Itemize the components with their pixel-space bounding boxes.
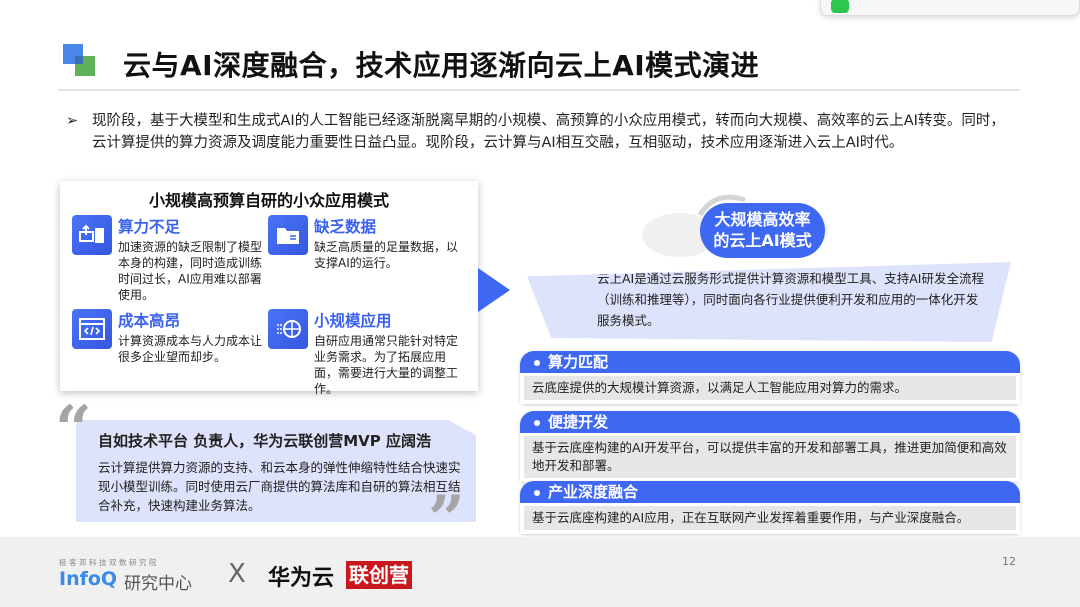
divider — [58, 89, 1020, 91]
quote-text: 云计算提供算力资源的支持、和云本身的弹性伸缩特性结合快速实现小模型训练。同时使用… — [98, 460, 461, 513]
footer: 极客邦科技双数研究院 InfoQ 研究中心 X 华为云 联创营 — [0, 537, 1080, 607]
panel-title: 小规模高预算自研的小众应用模式 — [148, 191, 389, 210]
card-easy-dev: 便捷开发 基于云底座构建的AI开发平台，可以提供丰富的开发和部署工具，推进更加简… — [520, 411, 1020, 482]
card-text: 基于云底座构建的AI应用，正在互联网产业发挥着重要作用，与产业深度融合。 — [524, 506, 1016, 530]
bullet-dot-icon — [534, 359, 540, 366]
quote-speaker: 自如技术平台 负责人，华为云联创营MVP 应阔浩 — [98, 432, 431, 450]
close-quote-icon: ” — [428, 482, 465, 557]
arrow-bullet-icon: ➢ — [66, 113, 79, 129]
item-heading: 缺乏数据 — [314, 218, 377, 236]
bullet-dot-icon — [534, 489, 540, 496]
folder-data-icon — [268, 215, 308, 255]
compute-upload-icon — [72, 215, 112, 255]
card-title: 算力匹配 — [548, 353, 609, 371]
item-heading: 小规模应用 — [314, 312, 392, 330]
intro-paragraph: ➢ 现阶段，基于大模型和生成式AI的人工智能已经逐渐脱离早期的小规模、高预算的小… — [66, 110, 1016, 154]
infoq-logo: InfoQ — [59, 568, 118, 590]
page-title: 云与AI深度融合，技术应用逐渐向云上AI模式演进 — [123, 49, 760, 82]
huawei-cloud-logo: 华为云 — [268, 566, 335, 591]
app-icon — [831, 0, 849, 13]
item-desc: 加速资源的缺乏限制了模型本身的构建，同时造成训练时间过长，AI应用难以部署使用。 — [118, 240, 263, 302]
intro-text: 现阶段，基于大模型和生成式AI的人工智能已经逐渐脱离早期的小规模、高预算的小众应… — [92, 113, 1005, 151]
card-title: 便捷开发 — [548, 413, 609, 431]
infoq-center-logo: 研究中心 — [124, 574, 192, 594]
cloud-ai-title-2: 的云上AI模式 — [713, 231, 812, 250]
cloud-ai-description-bubble: 云上AI是通过云服务形式提供计算资源和模型工具、支持AI研发全流程（训练和推理等… — [527, 262, 1011, 342]
page-number: 12 — [1002, 555, 1016, 568]
notification-toast[interactable] — [820, 0, 1080, 16]
card-compute-match: 算力匹配 云底座提供的大规模计算资源，以满足人工智能应用对算力的需求。 — [520, 351, 1020, 404]
infoq-subtitle: 极客邦科技双数研究院 — [59, 558, 159, 567]
small-scale-panel: 小规模高预算自研的小众应用模式 算力不足 加速资源的缺乏限制了模型本身的构建，同… — [60, 181, 478, 396]
open-quote-icon: “ — [55, 392, 92, 467]
cloud-ai-desc: 云上AI是通过云服务形式提供计算资源和模型工具、支持AI研发全流程（训练和推理等… — [597, 271, 984, 328]
item-heading: 成本高昂 — [118, 312, 181, 330]
arrow-right-icon — [478, 268, 510, 312]
item-desc: 缺乏高质量的足量数据，以支撑AI的运行。 — [314, 240, 459, 270]
item-desc: 自研应用通常只能针对特定业务需求。为了拓展应用面，需要进行大量的调整工作。 — [314, 334, 459, 396]
bullet-dot-icon — [534, 419, 540, 426]
quote-box: 自如技术平台 负责人，华为云联创营MVP 应阔浩 云计算提供算力资源的支持、和云… — [76, 420, 476, 522]
globe-app-icon — [268, 309, 308, 349]
item-desc: 计算资源成本与人力成本让很多企业望而却步。 — [118, 334, 263, 364]
lianchuangying-logo: 联创营 — [346, 561, 412, 589]
cross-icon: X — [228, 559, 246, 589]
card-industry-fusion: 产业深度融合 基于云底座构建的AI应用，正在互联网产业发挥着重要作用，与产业深度… — [520, 481, 1020, 534]
cloud-ai-title-1: 大规模高效率 — [714, 210, 811, 229]
card-text: 云底座提供的大规模计算资源，以满足人工智能应用对算力的需求。 — [524, 376, 1016, 400]
item-heading: 算力不足 — [118, 218, 181, 236]
cloud-ai-badge: 大规模高效率 的云上AI模式 — [700, 203, 825, 258]
card-title: 产业深度融合 — [548, 483, 639, 501]
code-window-icon — [72, 309, 112, 349]
card-text: 基于云底座构建的AI开发平台，可以提供丰富的开发和部署工具，推进更加简便和高效地… — [524, 436, 1016, 478]
